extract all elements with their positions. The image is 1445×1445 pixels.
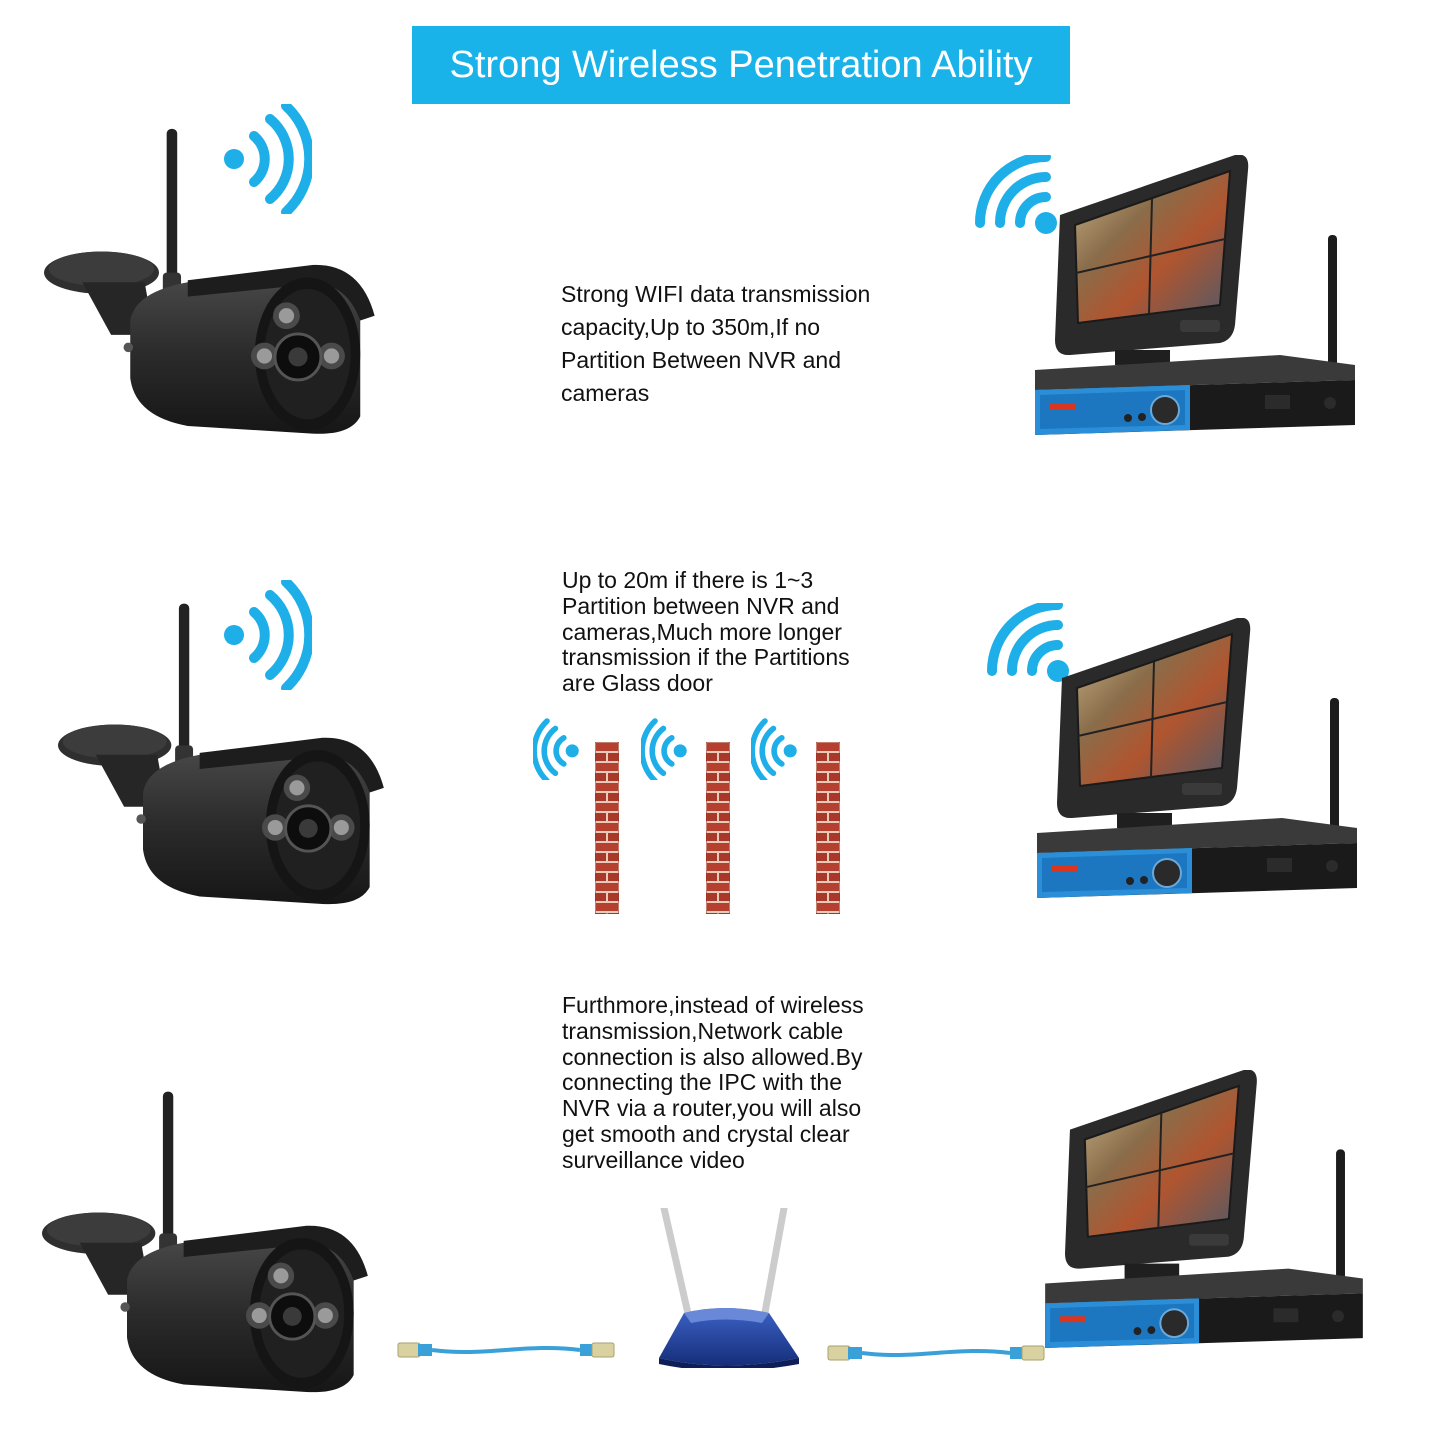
wifi-signal-icon [751,718,807,780]
nvr-monitor-icon [1032,618,1362,898]
section-1-text: Strong WIFI data transmission capacity,U… [561,281,871,406]
banner-title: Strong Wireless Penetration Ability [449,43,1033,86]
nvr-monitor-icon [1040,1070,1368,1348]
wifi-signal-icon [533,718,589,780]
nvr-monitor-icon [1030,155,1360,435]
brick-wall-icon [706,742,730,914]
bullet-camera-icon [58,602,398,917]
ethernet-cable-icon [396,1335,616,1365]
brick-wall-icon [595,742,619,914]
router-icon [644,1208,804,1368]
bullet-camera-icon [44,128,389,446]
brick-wall-icon [816,742,840,914]
title-banner: Strong Wireless Penetration Ability [412,26,1070,104]
section-2-text: Up to 20m if there is 1~3 Partition betw… [562,567,850,697]
ethernet-cable-icon [826,1338,1046,1368]
section-3-text: Furthmore,instead of wireless transmissi… [562,992,864,1173]
bullet-camera-icon [42,1090,382,1405]
wifi-signal-icon [641,718,697,780]
